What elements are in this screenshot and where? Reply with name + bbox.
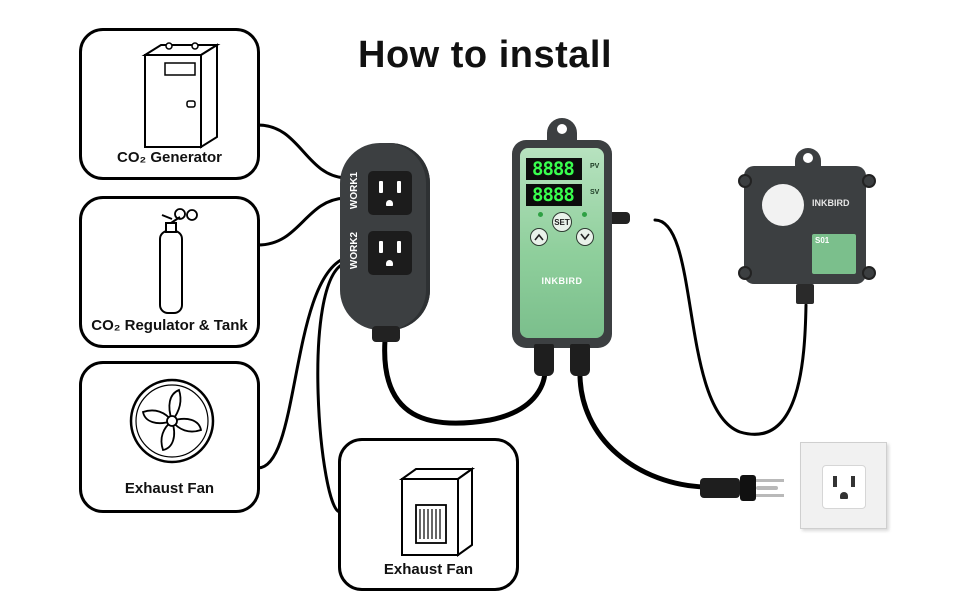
sv-display: 8888 <box>526 184 582 206</box>
co2-regulator-label: CO₂ Regulator & Tank <box>91 317 248 334</box>
power-strip-cord-base <box>372 326 400 342</box>
sensor-brand: INKBIRD <box>812 198 850 208</box>
work2-label: WORK2 <box>349 231 361 270</box>
work1-outlet[interactable] <box>368 171 412 215</box>
exhaust-fan-round-icon <box>129 378 215 464</box>
controller-cord-left <box>534 344 554 376</box>
sensor-window <box>762 184 804 226</box>
pv-display: 8888 <box>526 158 582 180</box>
controller-cord-right <box>570 344 590 376</box>
controller-sensor-jack <box>612 212 630 224</box>
co2-sensor: INKBIRD S01 <box>738 166 876 304</box>
work1-indicator <box>538 212 543 217</box>
down-button[interactable] <box>576 228 594 246</box>
sensor-hanger <box>795 148 821 170</box>
co2-generator-icon <box>141 42 221 149</box>
cable-controller-plug <box>577 367 708 490</box>
power-strip: WORK1 WORK2 <box>340 143 430 342</box>
co2-tank-icon <box>159 208 198 314</box>
co2-generator-box: CO₂ Generator <box>79 28 260 180</box>
pv-tag: PV <box>590 163 600 170</box>
co2-regulator-box: CO₂ Regulator & Tank <box>79 196 260 348</box>
sensor-label-panel: S01 <box>812 234 856 274</box>
cable-co2-generator <box>256 123 347 180</box>
work2-outlet[interactable] <box>368 231 412 275</box>
chevron-down-icon <box>580 233 590 241</box>
up-button[interactable] <box>530 228 548 246</box>
sensor-cable-gland <box>796 284 814 304</box>
exhaust-fan-box-2: Exhaust Fan <box>338 438 519 591</box>
controller-face: 8888 PV 8888 SV SET INKBIRD <box>520 148 604 338</box>
chevron-up-icon <box>534 233 544 241</box>
controller: 8888 PV 8888 SV SET INKBIRD <box>512 140 630 376</box>
set-button[interactable]: SET <box>552 212 572 232</box>
cable-controller-sensor <box>653 218 808 436</box>
controller-hanger <box>547 118 577 144</box>
exhaust-fan-box-1: Exhaust Fan <box>79 361 260 513</box>
cable-co2-regulator <box>256 196 347 247</box>
exhaust-fan-box-icon <box>398 467 476 557</box>
controller-brand: INKBIRD <box>541 276 583 286</box>
co2-generator-label: CO₂ Generator <box>116 149 223 166</box>
cable-exhaust-fan-1 <box>256 256 347 470</box>
sv-tag: SV <box>590 189 600 196</box>
cable-exhaust-fan-2 <box>316 261 347 514</box>
power-plug-icon <box>700 475 784 501</box>
exhaust-fan-label-1: Exhaust Fan <box>124 480 215 497</box>
page-title: How to install <box>358 34 612 76</box>
work1-label: WORK1 <box>349 171 361 210</box>
wall-outlet[interactable] <box>800 442 887 529</box>
sensor-model: S01 <box>815 236 830 245</box>
cable-strip-controller <box>382 337 548 426</box>
exhaust-fan-label-2: Exhaust Fan <box>383 561 474 578</box>
work2-indicator <box>582 212 587 217</box>
